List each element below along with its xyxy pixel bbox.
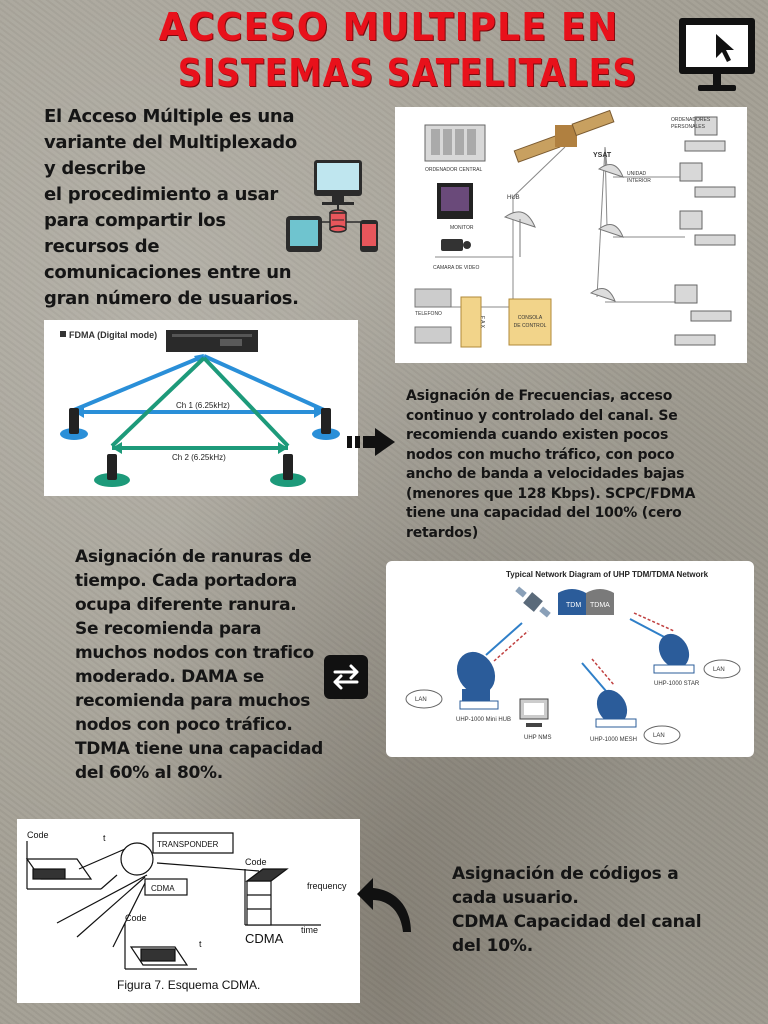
frequency-label: frequency xyxy=(307,881,347,891)
monitor-label: MONITOR xyxy=(450,225,474,231)
cdma-description: Asignación de códigos a cada usuario. CD… xyxy=(452,862,712,958)
star-label: UHP-1000 STAR xyxy=(654,681,700,687)
intro-line: para compartir los xyxy=(44,210,226,231)
curved-arrow-icon xyxy=(355,870,417,936)
tdma-line: muchos nodos con trafico xyxy=(75,643,314,663)
fdma-line: tiene una capacidad del 100% (cero xyxy=(406,505,682,521)
transponder-label: TRANSPONDER xyxy=(157,840,219,849)
cdma-diagram: Code TRANSPONDER t CDMA Code t Code freq… xyxy=(17,819,360,1003)
fdma-ch2-label: Ch 2 (6.25kHz) xyxy=(172,453,226,462)
tdma-diagram-title: Typical Network Diagram of UHP TDM/TDMA … xyxy=(506,570,709,579)
mesh-label: UHP-1000 MESH xyxy=(590,737,637,743)
cdma-line: del 10%. xyxy=(452,936,533,956)
tdma-line: Asignación de ranuras de xyxy=(75,547,312,567)
fdma-line: retardos) xyxy=(406,524,479,541)
intro-line: el procedimiento a usar xyxy=(44,184,278,205)
page-title: ACCESO MULTIPLE EN SISTEMAS SATELITALES xyxy=(150,4,638,96)
telefono-label: TELEFONO xyxy=(415,311,442,317)
fdma-line: Asignación de Frecuencias, acceso xyxy=(406,388,673,404)
fdma-green-links xyxy=(110,356,290,450)
tdma-line: tiempo. Cada portadora xyxy=(75,571,297,591)
tdm-label: TDM xyxy=(566,602,581,609)
intro-line: y describe xyxy=(44,158,146,179)
video-camera: CAMARA DE VIDEO xyxy=(433,239,480,271)
cdma-line: CDMA Capacidad del canal xyxy=(452,912,702,932)
title-line-1: ACCESO MULTIPLE EN xyxy=(158,5,619,49)
swap-arrows-icon xyxy=(323,654,369,700)
camara-label: CAMARA DE VIDEO xyxy=(433,265,480,271)
remote-dishes xyxy=(589,164,624,302)
fdma-blue-links xyxy=(73,354,325,414)
unidad-label: UNIDAD xyxy=(627,171,647,177)
consola-label-2: DE CONTROL xyxy=(514,323,547,329)
cdma-big-label: CDMA xyxy=(245,931,284,946)
tdma-line: del 60% al 80%. xyxy=(75,763,223,783)
intro-line: El Acceso Múltiple es una xyxy=(44,106,295,127)
ordenador-central: ORDENADOR CENTRAL xyxy=(424,124,486,173)
satellite xyxy=(513,109,615,163)
hub-label: HUB xyxy=(507,195,520,201)
fdma-line: continuo y controlado del canal. Se xyxy=(406,407,678,424)
time-label: time xyxy=(301,925,318,935)
fax-label: F A X xyxy=(479,316,485,329)
tdma-network-diagram: Typical Network Diagram of UHP TDM/TDMA … xyxy=(386,561,754,757)
intro-line: gran número de usuarios. xyxy=(44,288,299,309)
fdma-line: ancho de banda a velocidades bajas xyxy=(406,466,685,482)
ordenador-label: ORDENADOR CENTRAL xyxy=(425,167,482,173)
cdma-t-1: t xyxy=(103,833,106,843)
hub-antenna xyxy=(456,651,499,710)
monitor-tv: MONITOR xyxy=(437,183,474,231)
consola-label: CONSOLA xyxy=(518,315,543,321)
tdma-label: TDMA xyxy=(590,602,610,609)
intro-line: recursos de xyxy=(44,236,160,257)
personal-computers xyxy=(674,116,736,346)
intro-line: variante del Multiplexado xyxy=(44,132,297,153)
mesh-antenna xyxy=(595,689,637,728)
lan-3: LAN xyxy=(713,667,725,673)
fdma-diagram: FDMA (Digital mode) Ch 1 (6.25kHz) Ch 2 … xyxy=(44,320,358,496)
hub-label: UHP-1000 Mini HUB xyxy=(456,717,511,723)
cdma-caption: Figura 7. Esquema CDMA. xyxy=(117,978,260,992)
tdma-line: ocupa diferente ranura. xyxy=(75,595,297,615)
lan-2: LAN xyxy=(653,733,665,739)
ordenadores-label: ORDENADORES xyxy=(671,117,711,123)
fdma-line: (menores que 128 Kbps). SCPC/FDMA xyxy=(406,485,696,502)
hub-dish: HUB xyxy=(503,195,536,257)
tdma-description: Asignación de ranuras de tiempo. Cada po… xyxy=(75,545,325,785)
interior-label: INTERIOR xyxy=(627,178,651,184)
fdma-header: FDMA (Digital mode) xyxy=(69,330,157,340)
arrow-right-icon xyxy=(345,426,397,458)
cdma-line: cada usuario. xyxy=(452,888,579,908)
lan-1: LAN xyxy=(415,697,427,703)
tdma-line: Se recomienda para xyxy=(75,619,262,639)
fdma-line: nodos con mucho tráfico, con poco xyxy=(406,446,675,463)
fdma-description: Asignación de Frecuencias, acceso contin… xyxy=(406,387,706,543)
tdma-satellite xyxy=(515,586,551,618)
monitor-cursor-icon xyxy=(676,16,758,98)
fdma-line: recomienda cuando existen pocos xyxy=(406,427,669,443)
intro-line: comunicaciones entre un xyxy=(44,262,292,283)
telefono: TELEFONO xyxy=(414,288,452,344)
cdma-code-2: Code xyxy=(125,913,147,923)
nms-label: UHP NMS xyxy=(524,735,552,741)
ysat-label: YSAT xyxy=(593,152,612,159)
title-line-2: SISTEMAS SATELITALES xyxy=(177,51,638,95)
tdma-line: TDMA tiene una capacidad xyxy=(75,739,324,759)
cdma-code-1: Code xyxy=(27,830,49,840)
tdma-line: recomienda para muchos xyxy=(75,691,311,711)
cdma-small-label: CDMA xyxy=(151,884,175,893)
ysat-network-diagram: ORDENADOR CENTRAL MONITOR CAMARA DE VIDE… xyxy=(395,107,747,363)
intro-text: El Acceso Múltiple es una variante del M… xyxy=(44,104,314,312)
star-antenna xyxy=(653,633,695,674)
cdma-line: Asignación de códigos a xyxy=(452,864,679,884)
tdma-line: nodos con poco tráfico. xyxy=(75,715,293,735)
tdma-line: moderado. DAMA se xyxy=(75,667,264,687)
cdma-code-3: Code xyxy=(245,857,267,867)
fdma-ch1-label: Ch 1 (6.25kHz) xyxy=(176,401,230,410)
personales-label: PERSONALES xyxy=(671,124,706,130)
network-devices-icon xyxy=(282,158,388,258)
cdma-t-2: t xyxy=(199,939,202,949)
